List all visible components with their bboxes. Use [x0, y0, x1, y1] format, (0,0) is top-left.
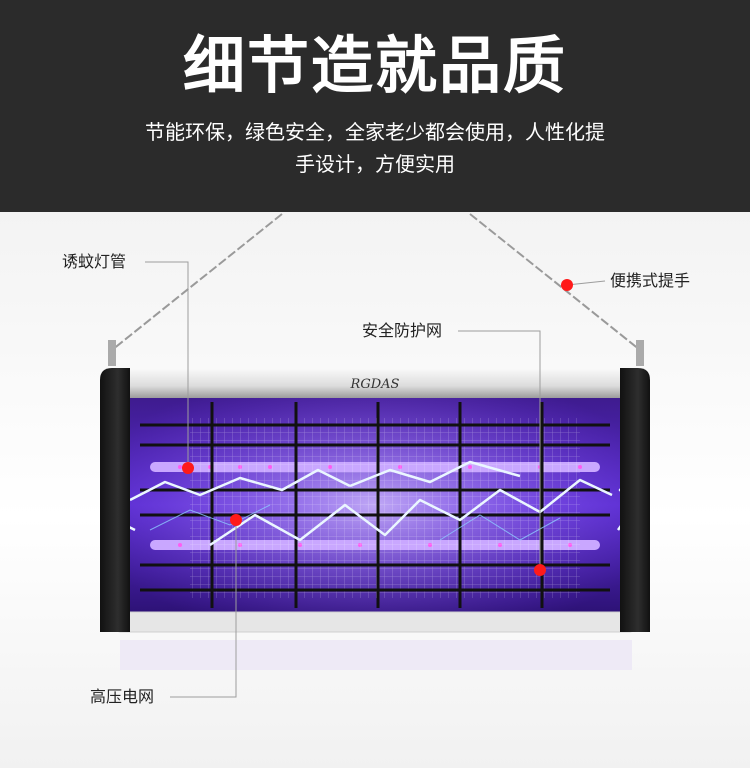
callout-uv-tube: 诱蚊灯管: [62, 252, 127, 271]
callout-markers: [182, 279, 573, 576]
end-cap-right: [620, 368, 650, 632]
callout-handle: 便携式提手: [610, 271, 691, 290]
callout-hv-grid: 高压电网: [90, 687, 155, 706]
floor-reflection: [120, 640, 632, 670]
hook-right: [636, 340, 644, 366]
bottom-cap: [115, 611, 635, 633]
subtitle-line-1: 节能环保，绿色安全，全家老少都会使用，人性化提: [145, 120, 605, 144]
hv-grid-mesh: [190, 418, 580, 598]
callout-guard-net: 安全防护网: [362, 321, 443, 340]
marker-uv-tube: [182, 462, 194, 474]
top-cap: [116, 368, 634, 398]
hanging-chain-right: [469, 213, 641, 351]
subtitle-line-2: 手设计，方便实用: [295, 152, 455, 176]
hanging-chain-left: [111, 213, 283, 351]
marker-hv-grid: [230, 514, 242, 526]
callout-leader-lines: [145, 261, 606, 698]
page-title: 细节造就品质: [182, 29, 567, 102]
end-cap-left: [100, 368, 130, 632]
hook-left: [108, 340, 116, 366]
guard-bars-vertical: [210, 402, 544, 608]
marker-handle: [561, 279, 573, 291]
header-banner: 细节造就品质 节能环保，绿色安全，全家老少都会使用，人性化提 手设计，方便实用: [0, 0, 750, 212]
marker-guard-net: [534, 564, 546, 576]
guard-bars-horizontal: [140, 423, 610, 592]
brand-logo: RGDAS: [350, 377, 400, 392]
